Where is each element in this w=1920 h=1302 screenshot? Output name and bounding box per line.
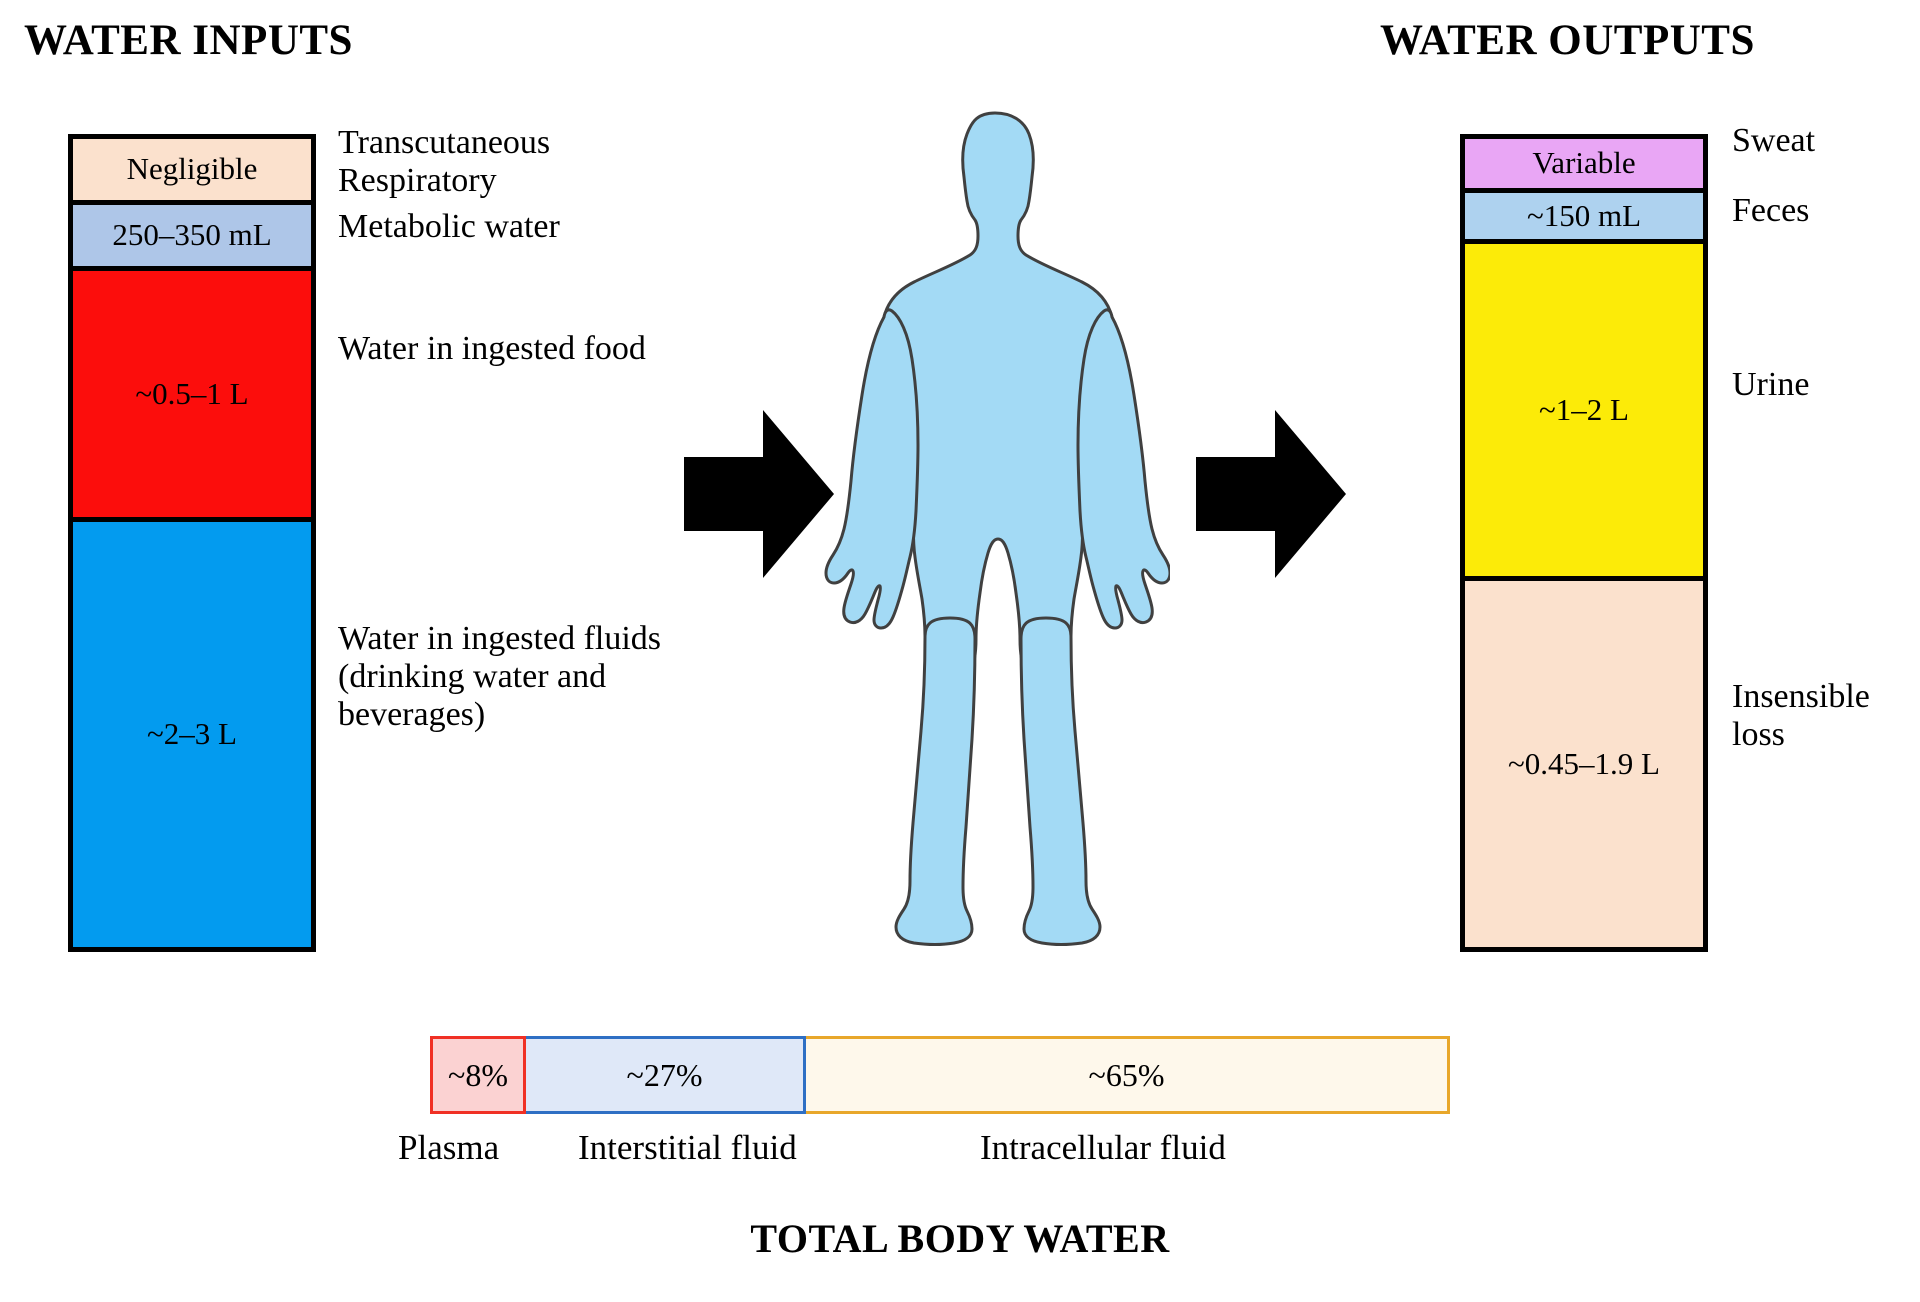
- tbw-value-plasma: ~8%: [448, 1056, 508, 1093]
- input-segment-ingested-food: ~0.5–1 L: [73, 266, 311, 517]
- tbw-value-intracellular: ~65%: [1088, 1056, 1165, 1093]
- input-label-transcutaneous-respiratory: Transcutaneous Respiratory: [338, 124, 698, 200]
- arrow-pointing-into-body: [684, 410, 834, 578]
- tbw-caption-plasma: Plasma: [398, 1128, 500, 1167]
- output-segment-value-feces: ~150 mL: [1526, 197, 1642, 233]
- tbw-value-interstitial: ~27%: [626, 1056, 703, 1093]
- tbw-segment-interstitial: ~27%: [526, 1036, 806, 1114]
- output-segment-value-insensible: ~0.45–1.9 L: [1508, 745, 1660, 781]
- output-segment-feces: ~150 mL: [1465, 188, 1703, 239]
- input-segment-ingested-fluids: ~2–3 L: [73, 517, 311, 947]
- input-segment-value-food: ~0.5–1 L: [135, 375, 249, 411]
- human-body-silhouette: [824, 111, 1170, 946]
- arrow-pointing-out-of-body: [1196, 410, 1346, 578]
- output-segment-urine: ~1–2 L: [1465, 239, 1703, 576]
- water-outputs-bar: Variable ~150 mL ~1–2 L ~0.45–1.9 L: [1460, 134, 1708, 952]
- tbw-segment-plasma: ~8%: [430, 1036, 526, 1114]
- input-segment-transcutaneous-respiratory: Negligible: [73, 139, 311, 200]
- input-label-transcutaneous-line1: Transcutaneous: [338, 124, 551, 161]
- water-inputs-heading: WATER INPUTS: [24, 17, 353, 64]
- input-segment-value-metabolic: 250–350 mL: [112, 217, 272, 253]
- output-label-insensible-loss: Insensible loss: [1732, 678, 1920, 754]
- tbw-segment-intracellular: ~65%: [806, 1036, 1450, 1114]
- output-segment-value-urine: ~1–2 L: [1539, 391, 1629, 427]
- input-label-ingested-fluids: Water in ingested fluids (drinking water…: [338, 620, 662, 734]
- output-label-insensible-line2: loss: [1732, 716, 1785, 754]
- output-segment-insensible-loss: ~0.45–1.9 L: [1465, 576, 1703, 947]
- water-outputs-heading: WATER OUTPUTS: [1380, 17, 1755, 64]
- total-body-water-bar: ~8% ~27% ~65%: [430, 1036, 1450, 1114]
- output-segment-value-sweat: Variable: [1532, 145, 1636, 181]
- input-segment-metabolic-water: 250–350 mL: [73, 200, 311, 266]
- tbw-caption-intracellular: Intracellular fluid: [980, 1128, 1226, 1167]
- input-label-ingested-food: Water in ingested food: [338, 330, 646, 367]
- output-label-feces: Feces: [1732, 192, 1810, 229]
- input-segment-value-fluids: ~2–3 L: [147, 716, 237, 752]
- water-inputs-bar: Negligible 250–350 mL ~0.5–1 L ~2–3 L: [68, 134, 316, 952]
- total-body-water-heading: TOTAL BODY WATER: [750, 1216, 1170, 1261]
- output-segment-sweat: Variable: [1465, 139, 1703, 188]
- tbw-caption-interstitial: Interstitial fluid: [578, 1128, 797, 1167]
- input-label-transcutaneous-line2: Respiratory: [338, 162, 497, 200]
- output-label-sweat: Sweat: [1732, 122, 1816, 159]
- input-label-metabolic-water: Metabolic water: [338, 208, 560, 245]
- output-label-urine: Urine: [1732, 366, 1810, 403]
- output-label-insensible-line1: Insensible: [1732, 678, 1870, 715]
- input-segment-value-transcutaneous: Negligible: [126, 151, 258, 187]
